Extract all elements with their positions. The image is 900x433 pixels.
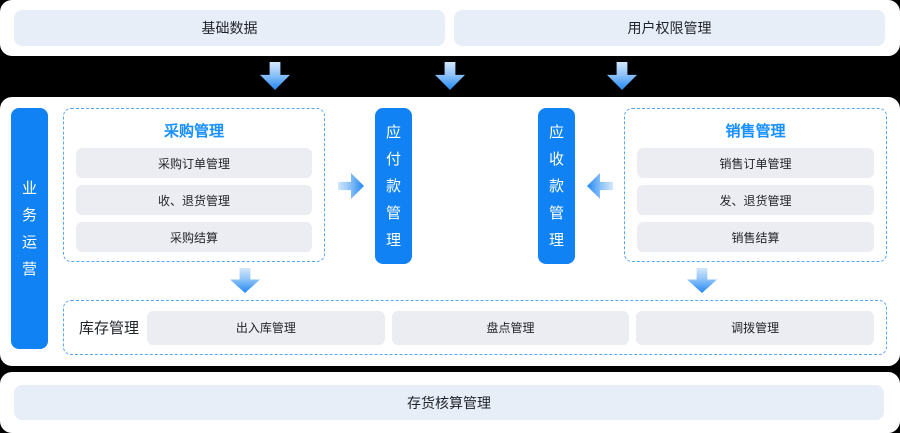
down-arrow-icon <box>260 62 290 90</box>
business-operations-panel: 业务运营 采购管理 采购订单管理 收、退货管理 采购结算 应付款管理 应收款管理… <box>0 97 900 366</box>
down-arrow-icon <box>230 268 260 293</box>
purchase-management-group: 采购管理 采购订单管理 收、退货管理 采购结算 <box>63 108 325 262</box>
flow-arrow-band <box>0 56 900 97</box>
accounts-payable-label: 应付款管理 <box>385 123 401 249</box>
accounts-payable-box: 应付款管理 <box>375 108 412 264</box>
down-arrow-icon <box>435 62 465 90</box>
down-arrow-icon <box>607 62 637 90</box>
basic-data-label: 基础数据 <box>201 20 258 36</box>
right-arrow-icon <box>338 173 364 199</box>
business-operations-label: 业务运营 <box>21 179 37 278</box>
inventory-accounting-label: 存货核算管理 <box>407 394 491 411</box>
inventory-item-transfer: 调拨管理 <box>636 310 874 345</box>
business-operations-bar: 业务运营 <box>11 108 48 349</box>
sales-item-settlement: 销售结算 <box>637 222 874 252</box>
inventory-item-stocktake: 盘点管理 <box>391 310 630 345</box>
inventory-accounting-row: 存货核算管理 <box>0 372 900 433</box>
purchase-item-receive-return: 收、退货管理 <box>76 185 312 215</box>
basic-data-box: 基础数据 <box>14 10 445 46</box>
user-permission-box: 用户权限管理 <box>454 10 885 46</box>
user-permission-label: 用户权限管理 <box>627 20 712 36</box>
purchase-item-settlement: 采购结算 <box>76 222 312 252</box>
inventory-item-in-out: 出入库管理 <box>147 310 385 345</box>
down-arrow-icon <box>687 268 717 293</box>
foundation-row: 基础数据 用户权限管理 <box>0 0 900 56</box>
accounts-receivable-label: 应收款管理 <box>548 123 564 249</box>
inventory-management-group: 库存管理 出入库管理 盘点管理 调拨管理 <box>63 300 887 355</box>
purchase-item-order: 采购订单管理 <box>76 148 312 178</box>
sales-item-ship-return: 发、退货管理 <box>637 185 874 215</box>
inventory-accounting-box: 存货核算管理 <box>14 385 884 420</box>
accounts-receivable-box: 应收款管理 <box>538 108 575 264</box>
purchase-group-title: 采购管理 <box>163 123 224 140</box>
sales-group-title: 销售管理 <box>725 123 786 140</box>
sales-item-order: 销售订单管理 <box>637 148 874 178</box>
left-arrow-icon <box>587 173 613 199</box>
sales-management-group: 销售管理 销售订单管理 发、退货管理 销售结算 <box>624 108 887 262</box>
divider-gap <box>0 366 900 372</box>
inventory-group-label: 库存管理 <box>79 320 140 337</box>
